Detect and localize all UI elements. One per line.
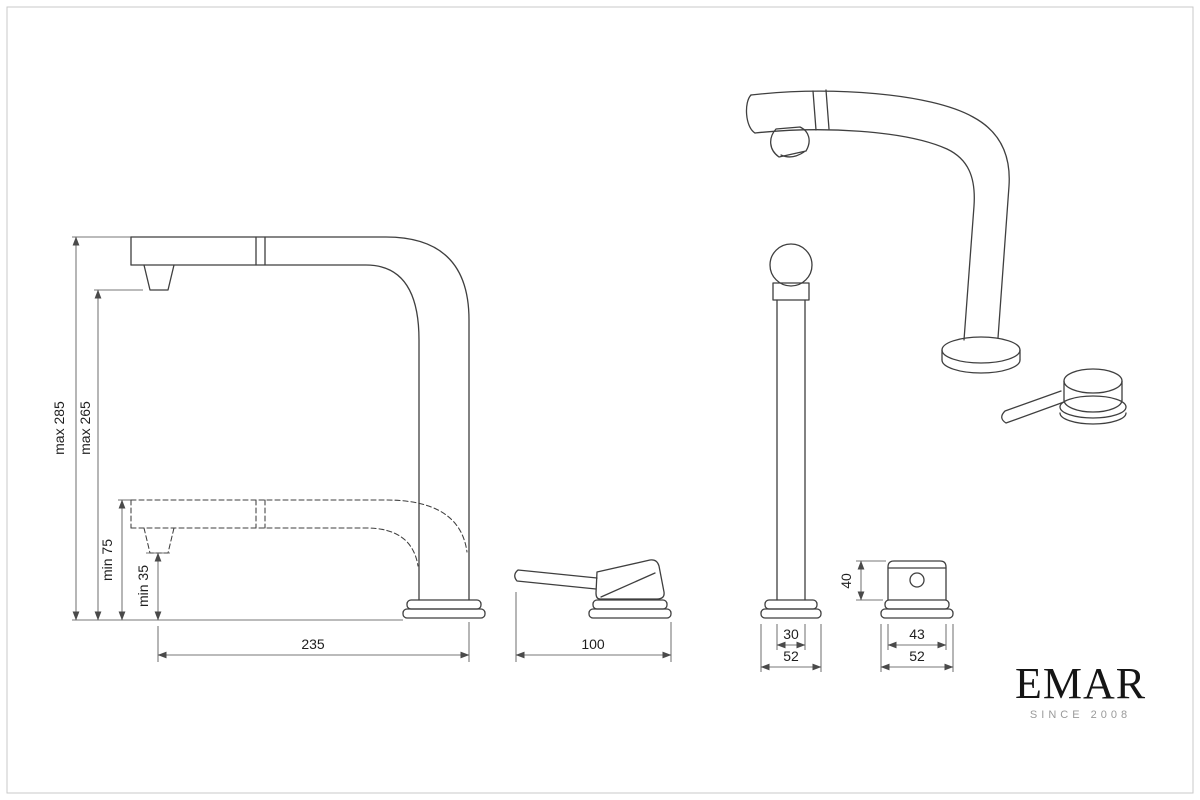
- persp-end-cap: [745, 94, 756, 134]
- handle-front-view: [880, 560, 954, 619]
- dim-label-40: 40: [838, 573, 854, 589]
- front-base-bottom: [760, 608, 822, 619]
- persp-handle-lever: [1001, 390, 1065, 424]
- handle-body: [595, 559, 665, 600]
- dim-label-max-285: max 285: [51, 401, 67, 455]
- brand-name: EMAR: [1014, 659, 1147, 708]
- spout-inner-contour: [130, 264, 420, 601]
- persp-base-top: [941, 336, 1021, 364]
- faucet-front-view: [760, 243, 822, 619]
- persp-handle-flange-bottom: [1059, 412, 1127, 425]
- handle-side-view: [514, 559, 672, 619]
- handle-seam: [600, 572, 656, 598]
- persp-handle-sides: [1063, 380, 1123, 401]
- sheet-border: [6, 6, 1194, 794]
- dim-label-min-35: min 35: [135, 565, 151, 607]
- dim-label-52-handle: 52: [909, 648, 925, 664]
- persp-base-sides: [941, 349, 1021, 361]
- pullout-seam-lines: [255, 236, 266, 266]
- persp-seam-lines: [812, 89, 830, 131]
- aerator-nozzle-dashed: [143, 527, 175, 554]
- dim-label-30: 30: [783, 626, 799, 642]
- spout-inner-contour-dashed: [130, 527, 419, 567]
- handle-base-bottom: [588, 608, 672, 619]
- dim-label-43: 43: [909, 626, 925, 642]
- handle-lever: [514, 569, 598, 590]
- persp-outer-contour: [750, 90, 1010, 339]
- faucet-perspective-view: [745, 89, 1127, 425]
- dimensions: max 285 max 265 min 75 min 35 235 100 30…: [51, 236, 954, 672]
- aerator-nozzle: [143, 264, 175, 291]
- dim-label-235: 235: [301, 636, 325, 652]
- spout-outer-contour: [130, 236, 470, 601]
- faucet-side-view-lowered: [130, 499, 468, 567]
- handle-front-body: [887, 560, 947, 601]
- faucet-side-view: [130, 236, 486, 619]
- dim-label-max-265: max 265: [77, 401, 93, 455]
- front-base-top: [764, 599, 818, 610]
- handle-front-base-bottom: [880, 608, 954, 619]
- dim-label-100: 100: [581, 636, 605, 652]
- base-flange-top: [406, 599, 482, 610]
- persp-handle-body-bottom: [1063, 399, 1123, 413]
- brand-tagline: SINCE 2008: [1029, 709, 1132, 721]
- brand-logo: EMAR SINCE 2008: [1003, 659, 1158, 722]
- handle-base-top: [592, 599, 668, 610]
- column-front: [776, 299, 806, 601]
- pullout-seam-lines-dashed: [255, 499, 266, 529]
- persp-base-bottom: [941, 359, 1021, 374]
- persp-handle-flange: [1059, 395, 1127, 419]
- dim-label-52-front: 52: [783, 648, 799, 664]
- handle-front-pin: [909, 572, 925, 588]
- handle-front-base-top: [884, 599, 950, 610]
- persp-aerator-opening: [780, 151, 805, 158]
- persp-aerator: [770, 126, 810, 158]
- dim-label-min-75: min 75: [99, 539, 115, 581]
- base-flange-bottom: [402, 608, 486, 619]
- spout-outer-contour-dashed: [130, 499, 468, 553]
- spout-head-front: [769, 243, 813, 287]
- persp-handle-top: [1063, 368, 1123, 394]
- persp-inner-contour: [754, 129, 975, 341]
- head-joint-front: [772, 282, 810, 301]
